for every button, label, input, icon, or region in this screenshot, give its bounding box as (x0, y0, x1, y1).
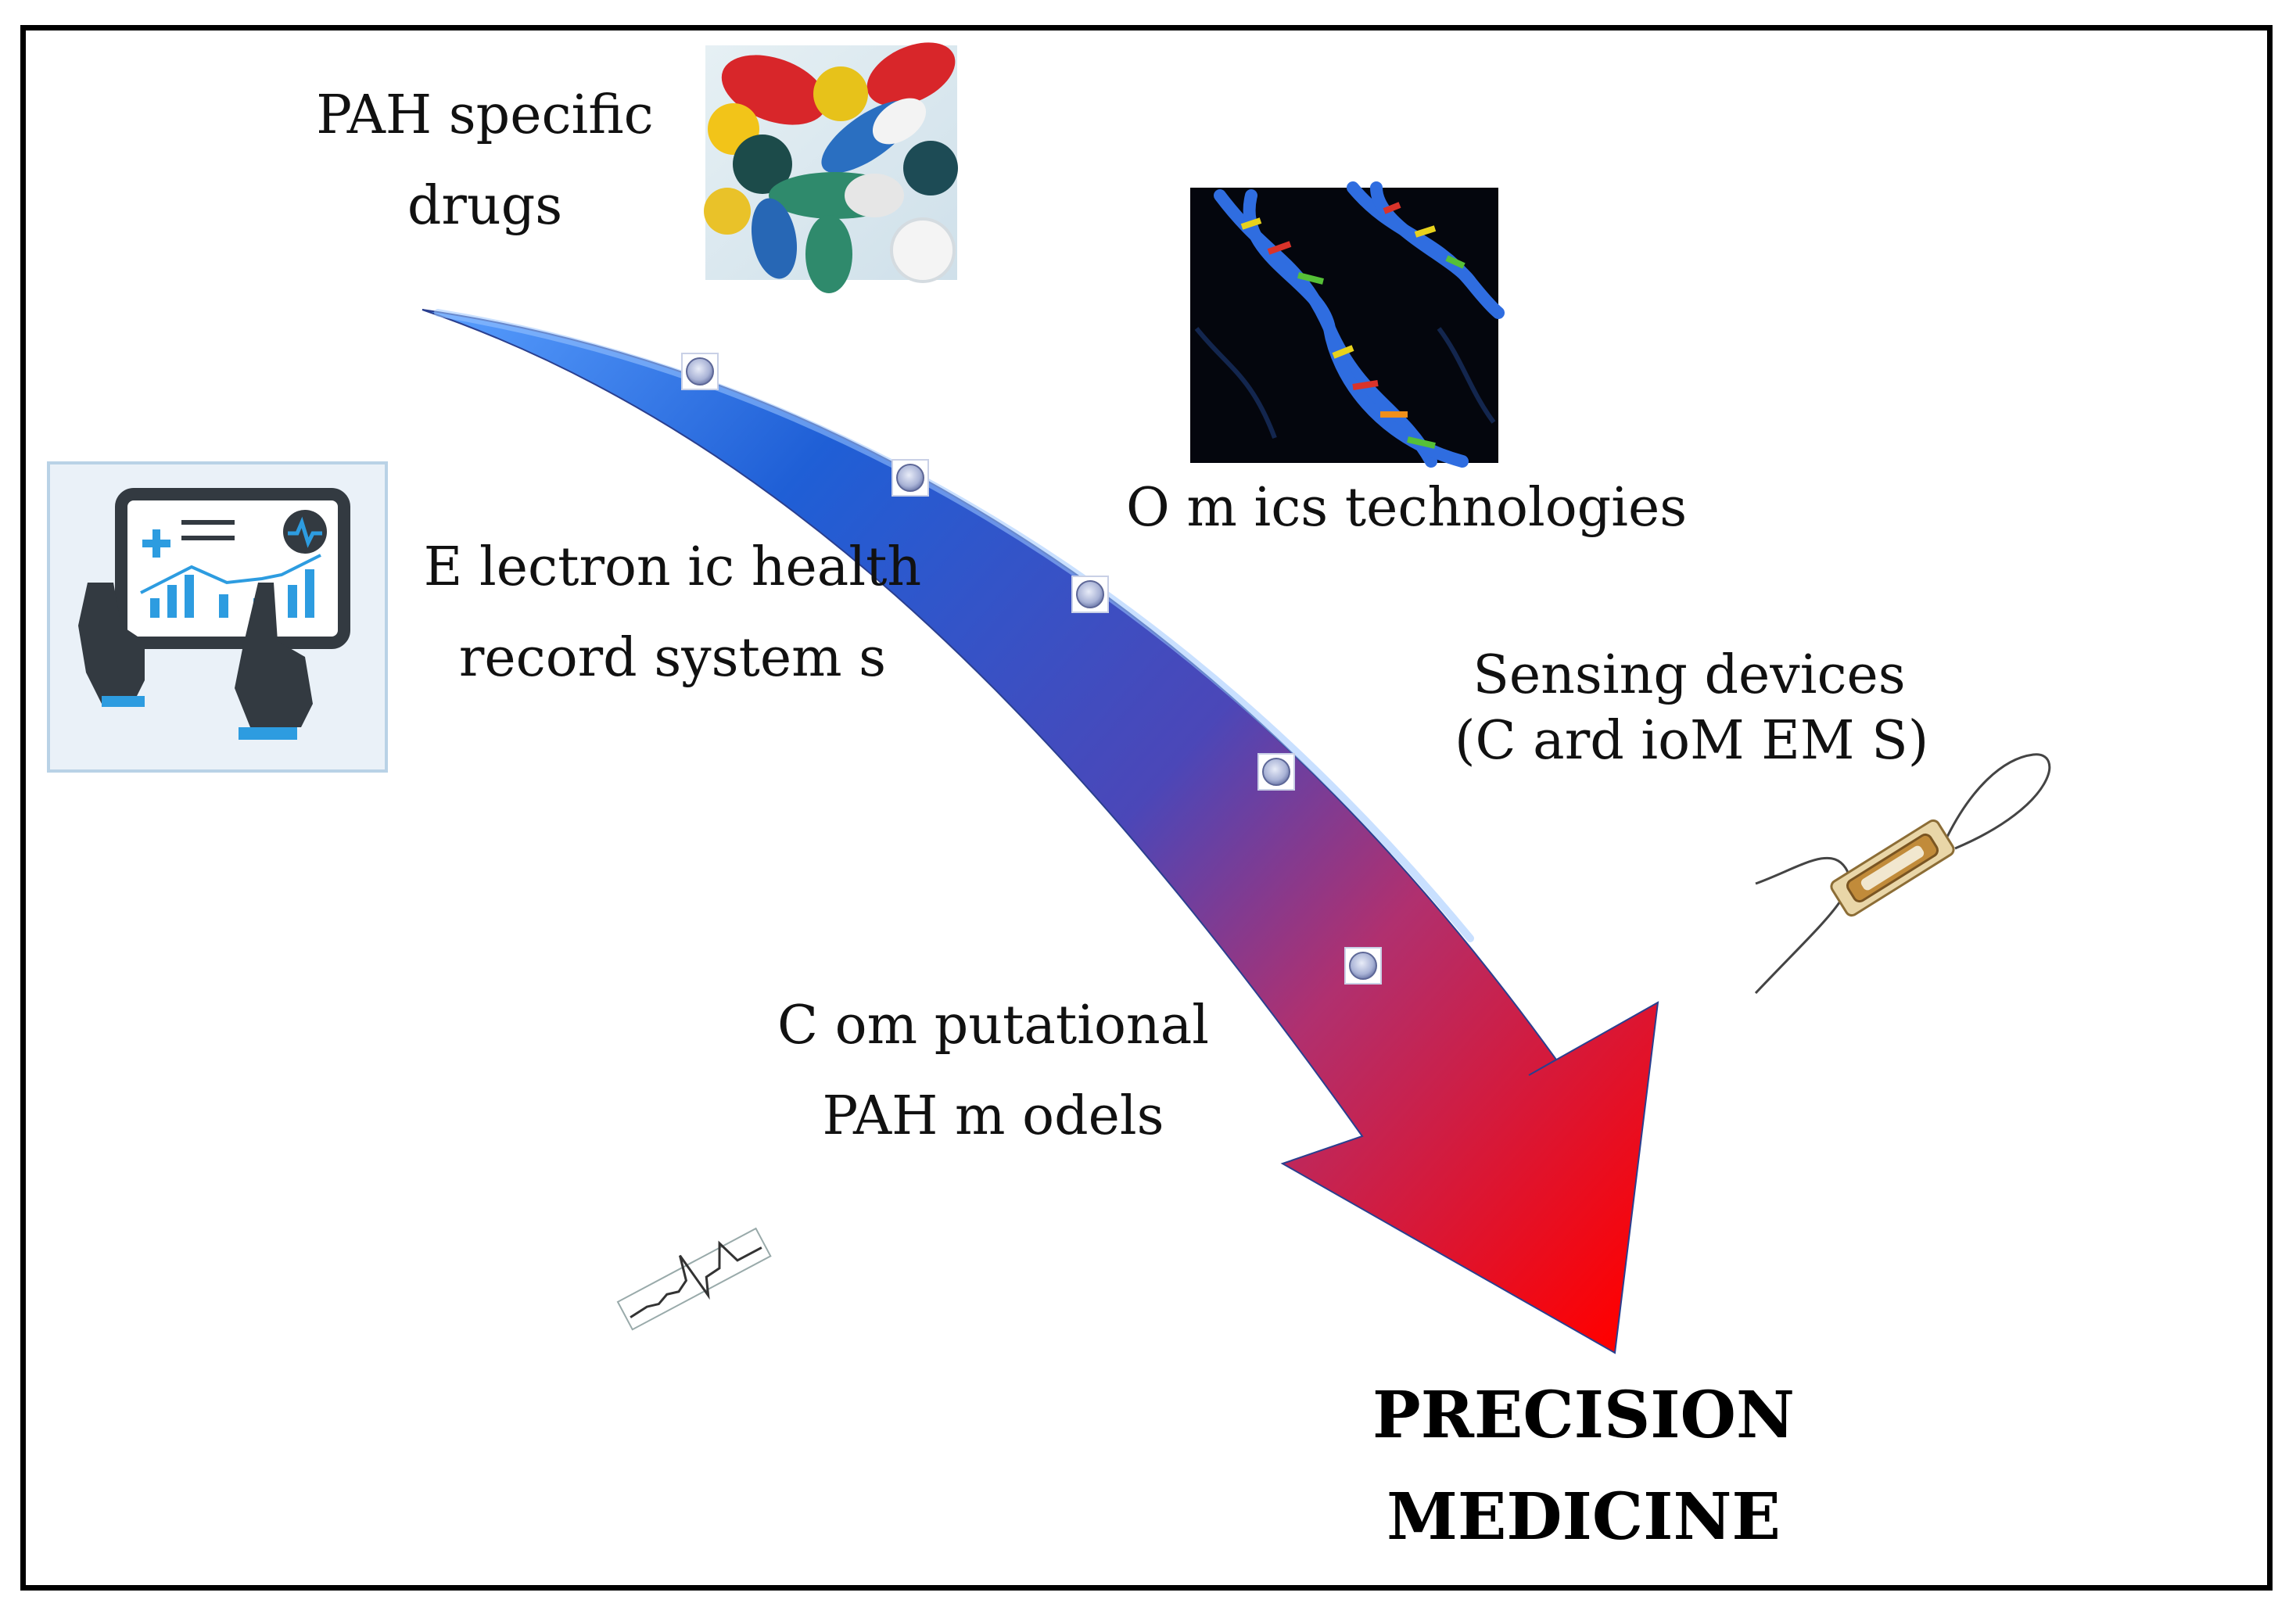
milestone-dot-icon (1257, 753, 1295, 791)
outcome-line2: MEDICINE (1387, 1480, 1781, 1555)
milestone-dot-icon (891, 459, 929, 497)
label-computational-line2: PAH m odels (822, 1085, 1164, 1147)
label-pah-drugs: PAH specific drugs (297, 70, 673, 252)
label-sensing: Sensing devices (C ard ioM EM S) (1455, 643, 1929, 774)
label-computational-line1: C om putational (777, 995, 1209, 1056)
milestone-dot-icon (1071, 576, 1109, 613)
figure-border (20, 25, 2273, 1591)
outcome-line1: PRECISION (1372, 1378, 1795, 1453)
label-sensing-line2: (C ard ioM EM S) (1455, 710, 1929, 772)
milestone-dot-icon (1344, 947, 1382, 985)
dna-helix-icon (1190, 181, 1505, 468)
label-omics-line1: O m ics technologies (1126, 477, 1688, 539)
label-ehr-line2: record system s (458, 627, 887, 689)
label-omics: O m ics technologies (1126, 463, 1688, 554)
progress-arrow (422, 309, 1659, 1354)
label-sensing-line1: Sensing devices (1473, 644, 1906, 706)
label-computational: C om putational PAH m odels (751, 981, 1236, 1162)
ecg-waveform-icon (616, 1227, 772, 1331)
label-pah-drugs-line2: drugs (407, 175, 563, 237)
tablet-health-dashboard-icon (47, 461, 388, 773)
milestone-markers (681, 353, 1382, 985)
label-pah-drugs-line1: PAH specific (316, 84, 654, 146)
milestone-dot-icon (681, 353, 719, 390)
cardiomems-sensor-icon (1754, 753, 2051, 995)
outcome-title: PRECISION MEDICINE (1329, 1365, 1838, 1568)
label-ehr: E lectron ic health record system s (422, 522, 923, 704)
label-ehr-line1: E lectron ic health (423, 536, 922, 598)
pills-photo-icon (704, 42, 958, 293)
